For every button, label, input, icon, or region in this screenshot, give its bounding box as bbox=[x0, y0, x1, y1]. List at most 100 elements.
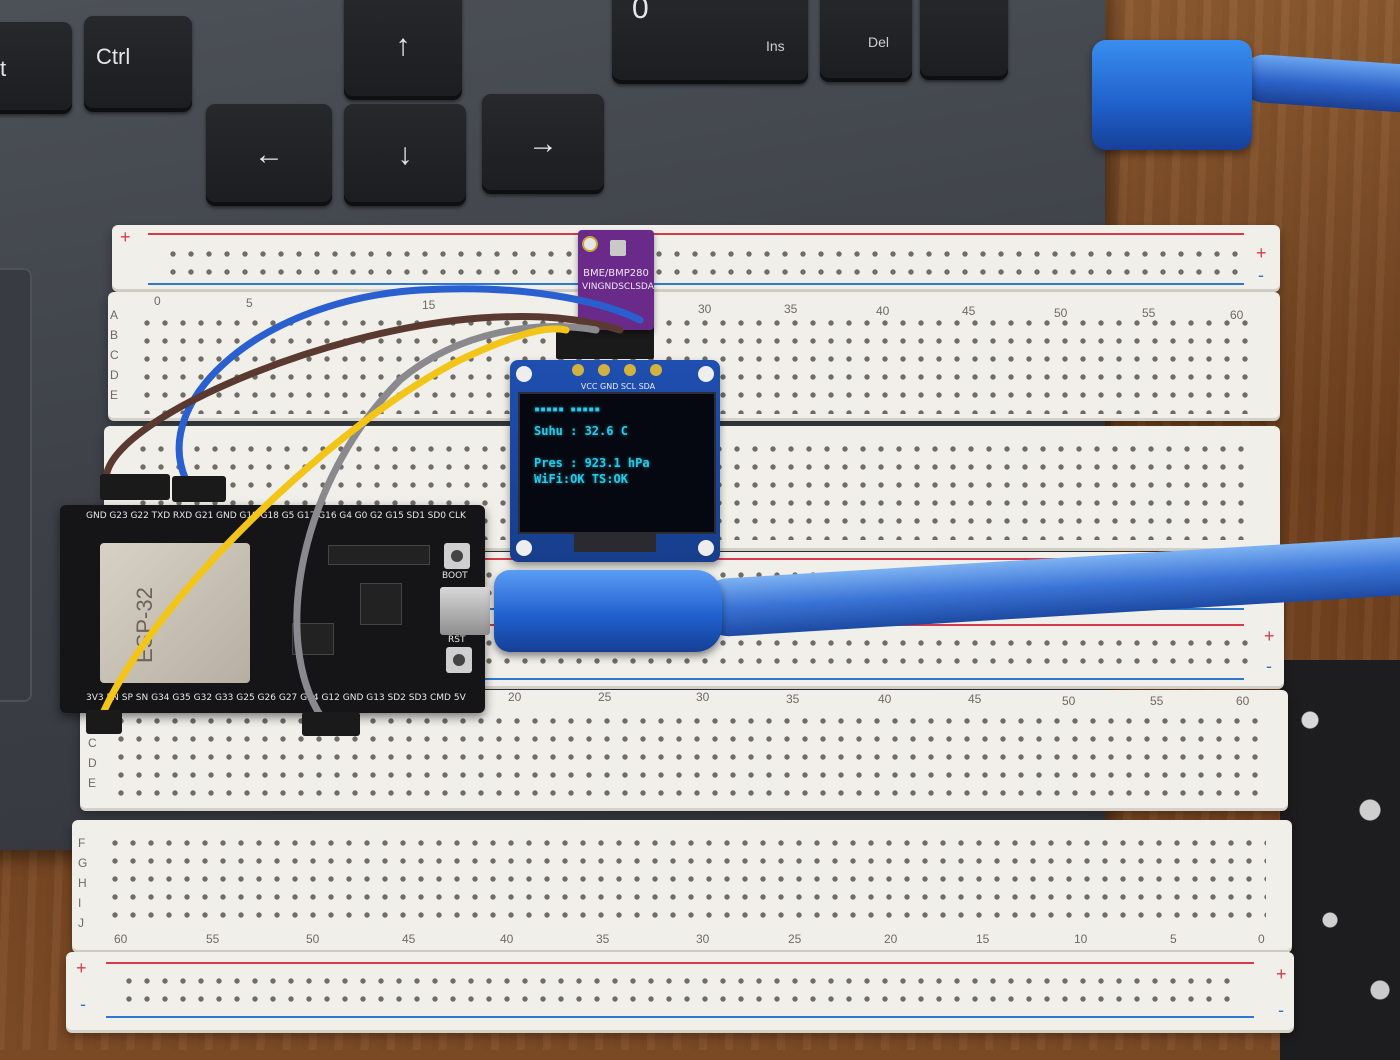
pin-label: G12 bbox=[321, 693, 340, 703]
laptop-touchpad bbox=[0, 268, 32, 702]
rail-red-line bbox=[480, 558, 1244, 560]
pin-label: G35 bbox=[172, 693, 191, 703]
usb-plug-top bbox=[1092, 40, 1252, 150]
pin-label: G27 bbox=[278, 693, 298, 703]
row-letter: I bbox=[78, 896, 82, 910]
reset-button[interactable] bbox=[446, 647, 472, 673]
column-number: 45 bbox=[968, 692, 982, 706]
mount-hole bbox=[582, 236, 598, 252]
pin-label: CLK bbox=[448, 511, 466, 521]
row-letter: E bbox=[110, 388, 119, 402]
rail-minus-mark: - bbox=[1266, 656, 1272, 676]
mount-hole bbox=[516, 540, 532, 556]
column-number: 45 bbox=[402, 932, 416, 946]
key-arrow-right: → bbox=[482, 94, 604, 194]
oled-pressure-line: Pres : 923.1 hPa bbox=[534, 456, 650, 470]
pin-label: G4 bbox=[339, 511, 352, 521]
pin-label: VIN bbox=[582, 282, 598, 292]
boot-label: BOOT bbox=[442, 571, 468, 581]
bme280-sensor-module: BME/BMP280 VIN GND SCL SDA bbox=[578, 230, 654, 330]
pin-label: SD3 bbox=[408, 693, 428, 703]
usb-micro-plug bbox=[494, 570, 722, 652]
column-number: 55 bbox=[206, 932, 220, 946]
key-sublabel: Ins bbox=[766, 38, 785, 54]
oled-screen: ▪▪▪▪▪ ▪▪▪▪▪ Suhu : 32.6 C Pres : 923.1 h… bbox=[518, 392, 716, 534]
column-number: 50 bbox=[1062, 694, 1076, 708]
rail-plus-mark: + bbox=[76, 958, 87, 978]
arrow-left-icon: ← bbox=[254, 138, 284, 171]
column-number: 5 bbox=[1170, 932, 1177, 946]
column-number: 40 bbox=[876, 304, 890, 318]
patterned-cloth bbox=[1280, 660, 1400, 1060]
rail-plus-mark: + bbox=[1276, 964, 1287, 984]
column-number: 55 bbox=[1150, 694, 1164, 708]
pin-label: G26 bbox=[257, 693, 276, 703]
key-arrow-up: ↑ bbox=[344, 0, 462, 100]
pin-label: CMD bbox=[430, 693, 451, 703]
oled-pin-row bbox=[572, 364, 662, 378]
breadboard2-lower-strip: F G H I J 60 55 50 45 40 35 30 25 20 15 … bbox=[72, 820, 1292, 950]
pin-label: G34 bbox=[151, 693, 170, 703]
pin-label: G13 bbox=[366, 693, 385, 703]
pin bbox=[598, 364, 610, 376]
pin bbox=[572, 364, 584, 376]
pin-label: G33 bbox=[214, 693, 234, 703]
pin bbox=[624, 364, 636, 376]
sensor-pin-labels: VIN GND SCL SDA bbox=[582, 282, 654, 292]
column-number: 35 bbox=[596, 932, 610, 946]
column-number: 60 bbox=[1230, 308, 1244, 322]
oled-status-line: WiFi:OK TS:OK bbox=[534, 472, 628, 486]
column-number: 30 bbox=[698, 302, 712, 316]
mount-hole bbox=[698, 540, 714, 556]
key-arrow-down: ↓ bbox=[344, 104, 466, 206]
key-sublabel: Del bbox=[868, 34, 890, 50]
pin-label: RXD bbox=[172, 511, 193, 521]
column-number: 40 bbox=[500, 932, 514, 946]
esp32-wroom-module: ESP-32 bbox=[100, 543, 250, 683]
rail-blue-line bbox=[106, 1016, 1254, 1018]
sensor-label: BME/BMP280 bbox=[583, 268, 649, 279]
esp32-devkit-board: GND G23 G22 TXD RXD G21 GND G19 G18 G5 G… bbox=[60, 505, 490, 713]
pin-label: G22 bbox=[130, 511, 149, 521]
oled-pin-labels: VCC GND SCL SDA bbox=[580, 382, 656, 391]
wire-connector bbox=[86, 710, 122, 734]
rail-red-line bbox=[148, 233, 1244, 235]
row-letter: F bbox=[78, 836, 86, 850]
pin-label: G23 bbox=[109, 511, 128, 521]
rail-plus-mark: + bbox=[1264, 626, 1275, 646]
pin-label: G15 bbox=[385, 511, 404, 521]
pin-label: SCL bbox=[618, 282, 636, 292]
key-label: 0 bbox=[632, 0, 649, 25]
pin bbox=[650, 364, 662, 376]
rail-holes bbox=[120, 972, 1240, 1010]
pin-label: SD2 bbox=[387, 693, 406, 703]
column-number: 20 bbox=[508, 690, 522, 704]
pin-label: 3V3 bbox=[86, 693, 104, 703]
pin-label: G19 bbox=[239, 511, 258, 521]
column-number: 5 bbox=[246, 296, 253, 310]
column-number: 25 bbox=[598, 690, 612, 704]
pin-label: TXD bbox=[151, 511, 171, 521]
rail-plus-mark: + bbox=[120, 227, 131, 247]
rail-blue-line bbox=[148, 283, 1244, 285]
column-number: 55 bbox=[1142, 306, 1156, 320]
rail-blue-line bbox=[480, 678, 1244, 680]
pin-label: SDA bbox=[635, 282, 654, 292]
column-number: 0 bbox=[154, 294, 161, 308]
row-letter: H bbox=[78, 876, 87, 890]
arrow-down-icon: ↓ bbox=[397, 138, 413, 171]
rail-plus-mark: + bbox=[1256, 243, 1267, 263]
column-number: 10 bbox=[1074, 932, 1088, 946]
pin-label: GND bbox=[342, 693, 364, 703]
pin-label: G0 bbox=[354, 511, 368, 521]
breadboard2-bottom-rail: + - + - bbox=[66, 952, 1294, 1030]
pin-label: G5 bbox=[281, 511, 295, 521]
rail-holes bbox=[164, 245, 1244, 281]
boot-button[interactable] bbox=[444, 543, 470, 569]
pin-label: 5V bbox=[453, 693, 466, 703]
row-letter: G bbox=[78, 856, 88, 870]
component-row bbox=[328, 545, 430, 565]
micro-usb-port bbox=[440, 587, 490, 635]
